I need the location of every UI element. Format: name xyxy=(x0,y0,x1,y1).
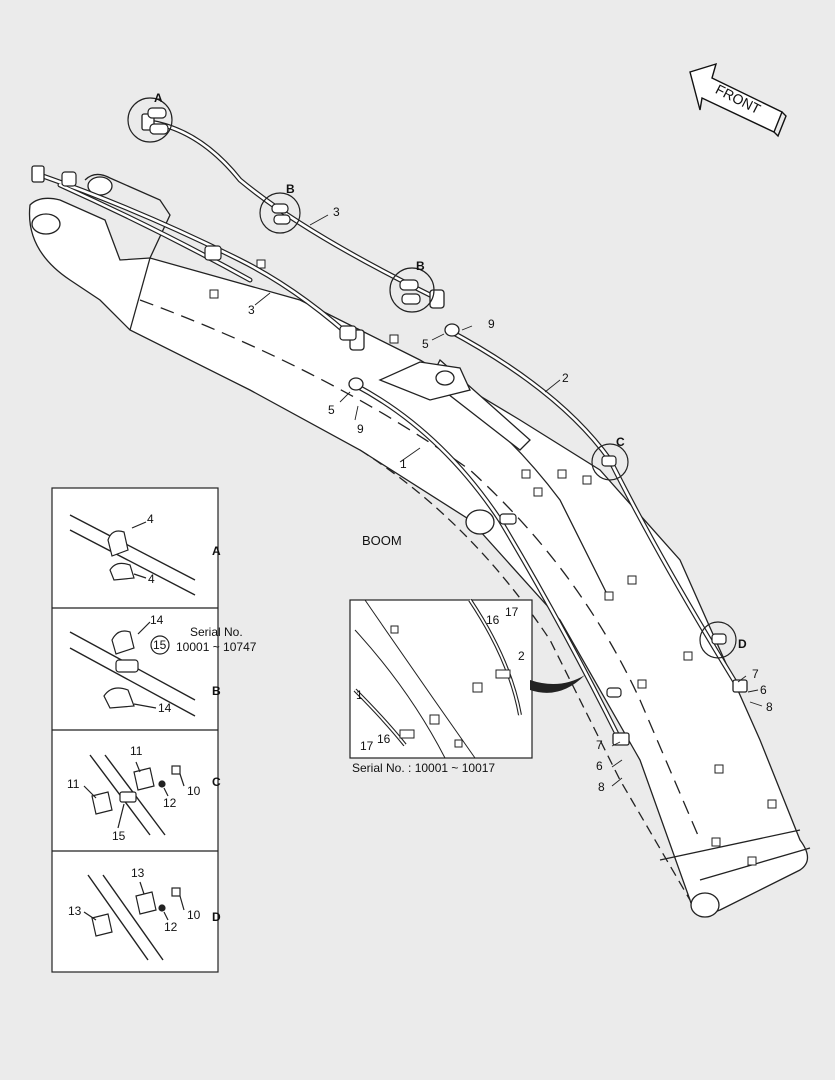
callout-2: 2 xyxy=(562,371,569,385)
panel-d-letter: D xyxy=(212,910,221,924)
panel-b-label-15: 15 xyxy=(153,638,167,652)
panel-d-label-12: 12 xyxy=(164,920,178,934)
callout-9b: 9 xyxy=(357,422,364,436)
callout-7a: 7 xyxy=(752,667,759,681)
panel-c-label-15: 15 xyxy=(112,829,126,843)
inset-label-17b: 17 xyxy=(360,739,374,753)
panel-a-label-4b: 4 xyxy=(148,572,155,586)
panel-a-label-4a: 4 xyxy=(147,512,154,526)
detail-letter-c: C xyxy=(616,435,625,449)
panel-c-letter: C xyxy=(212,775,221,789)
callout-9a: 9 xyxy=(488,317,495,331)
panel-b-letter: B xyxy=(212,684,221,698)
inset-label-16b: 16 xyxy=(377,732,391,746)
callout-8a: 8 xyxy=(766,700,773,714)
callout-6b: 6 xyxy=(596,759,603,773)
panel-c-label-11b: 11 xyxy=(67,777,80,791)
panel-d-label-10: 10 xyxy=(187,908,201,922)
inset-label-1: 1 xyxy=(356,688,363,702)
inset-label-16a: 16 xyxy=(486,613,500,627)
callout-6a: 6 xyxy=(760,683,767,697)
detail-letter-a: A xyxy=(154,91,163,105)
leader-lines xyxy=(254,214,763,787)
panel-b-serial-line1: Serial No. xyxy=(190,625,243,639)
panel-c-label-10: 10 xyxy=(187,784,201,798)
boom-body xyxy=(28,173,811,918)
callout-5a: 5 xyxy=(422,337,429,351)
panel-b-label-14b: 14 xyxy=(158,701,172,715)
panel-a-letter: A xyxy=(212,544,221,558)
clamps xyxy=(61,107,727,698)
detail-panels xyxy=(51,487,219,973)
callout-3b: 3 xyxy=(248,303,255,317)
detail-circles xyxy=(127,97,737,659)
panel-c-label-11a: 11 xyxy=(130,744,143,758)
boom-plates xyxy=(209,259,777,866)
panel-b-serial-line2: 10001 ~ 10747 xyxy=(176,640,257,654)
panel-b-label-14a: 14 xyxy=(150,613,164,627)
panel-c-label-12: 12 xyxy=(163,796,177,810)
callout-3a: 3 xyxy=(333,205,340,219)
panel-d-label-13b: 13 xyxy=(68,904,82,918)
inset-label-2: 2 xyxy=(518,649,525,663)
detail-letter-b1: B xyxy=(286,182,295,196)
inset-caption: Serial No. : 10001 ~ 10017 xyxy=(352,761,496,775)
callout-8b: 8 xyxy=(598,780,605,794)
front-arrow xyxy=(689,62,787,138)
callout-1: 1 xyxy=(400,457,407,471)
detail-letter-b2: B xyxy=(416,259,425,273)
callout-5b: 5 xyxy=(328,403,335,417)
panel-d-label-13a: 13 xyxy=(131,866,145,880)
inset-label-17a: 17 xyxy=(505,605,519,619)
inset-box xyxy=(349,598,585,759)
callout-7b: 7 xyxy=(596,738,603,752)
detail-letter-d: D xyxy=(738,637,747,651)
boom-label: BOOM xyxy=(362,533,402,548)
